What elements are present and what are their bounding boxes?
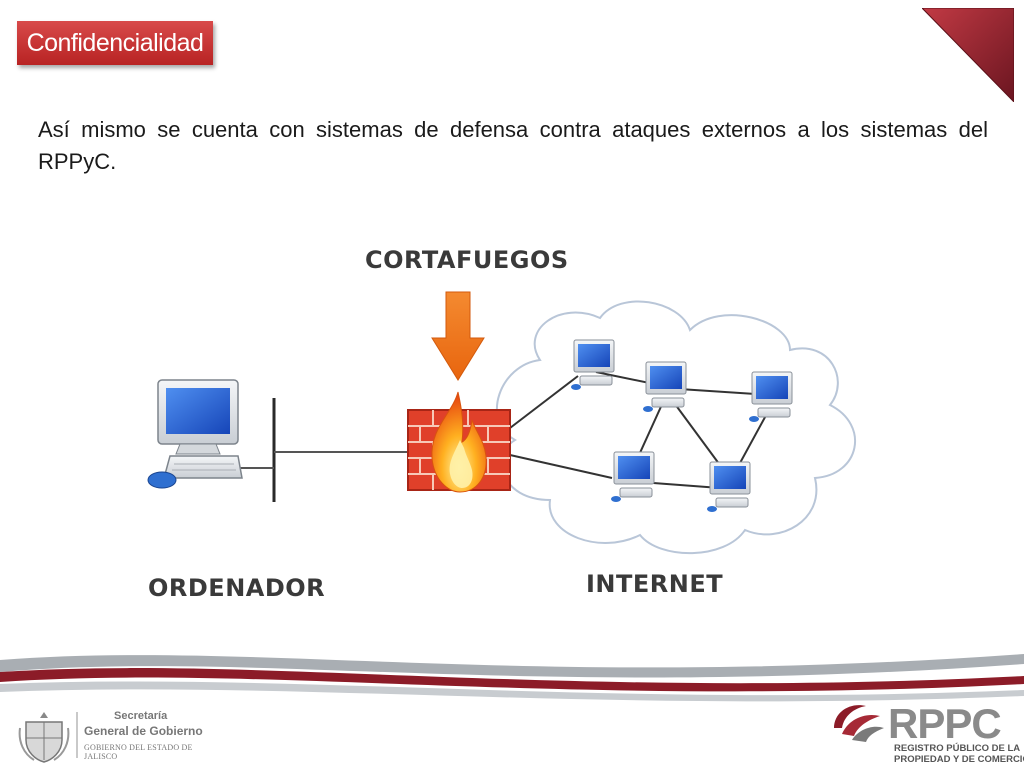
network-computer-icon — [611, 451, 655, 502]
footer-swoosh — [0, 681, 1024, 702]
rppc-emblem-icon — [834, 705, 884, 742]
slide-title-badge: Confidencialidad — [17, 21, 213, 65]
network-computer-icon — [571, 339, 615, 390]
footer-ministry-line2: General de Gobierno — [84, 724, 203, 738]
rppc-subtitle-line2: PROPIEDAD Y DE COMERCIO — [894, 754, 1024, 765]
government-logo: Secretaría General de Gobierno GOBIERNO … — [18, 708, 218, 764]
computer-label: ORDENADOR — [148, 574, 326, 602]
flame-icon — [431, 391, 487, 493]
body-paragraph: Así mismo se cuenta con sistemas de defe… — [38, 117, 988, 174]
rppc-wordmark: RPPC — [888, 700, 1002, 747]
internet-cloud — [496, 300, 857, 555]
footer-swoosh — [0, 654, 1024, 678]
footer-ministry-line1: Secretaría — [114, 710, 168, 722]
footer-ministry-line3: GOBIERNO DEL ESTADO DE JALISCO — [84, 743, 193, 761]
slide-title: Confidencialidad — [26, 29, 204, 57]
network-computer-icon — [749, 371, 793, 422]
desktop-computer-icon — [147, 379, 243, 489]
firewall-icon — [407, 391, 511, 493]
corner-decoration — [922, 8, 1014, 102]
link — [509, 375, 579, 429]
internet-label: INTERNET — [586, 570, 724, 598]
rppc-subtitle-line1: REGISTRO PÚBLICO DE LA — [894, 743, 1021, 754]
firewall-label: CORTAFUEGOS — [365, 246, 569, 274]
link — [509, 454, 613, 479]
rppc-logo: RPPC REGISTRO PÚBLICO DE LA PROPIEDAD Y … — [824, 698, 1024, 768]
arrow-down-icon — [431, 291, 485, 381]
footer-swoosh — [0, 668, 1024, 692]
coat-of-arms-icon — [18, 712, 70, 763]
network-computer-icon — [643, 361, 687, 412]
network-computer-icon — [707, 461, 751, 512]
